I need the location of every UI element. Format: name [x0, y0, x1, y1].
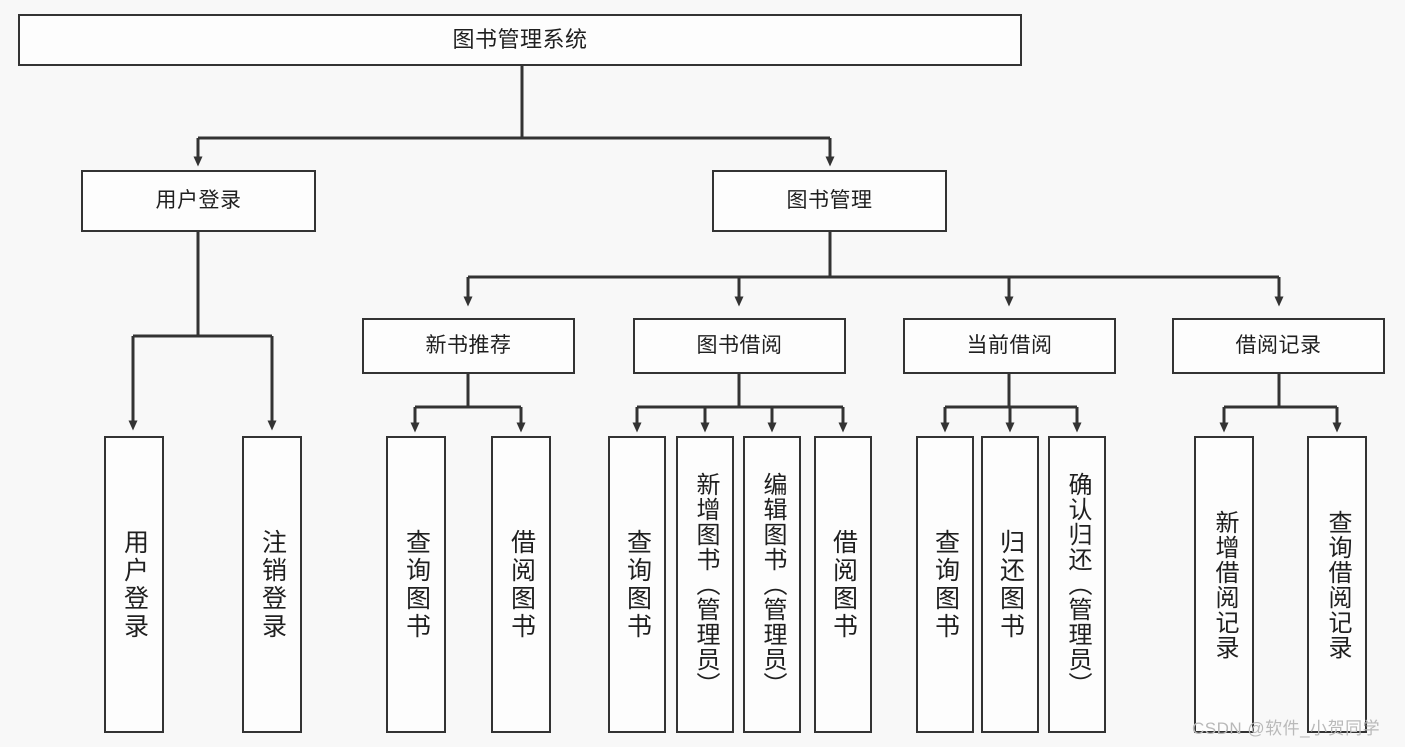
- leaf-new-book-borrow-book[interactable]: 借阅图书: [491, 436, 551, 733]
- node-label: 查询图书: [931, 528, 960, 641]
- node-book-management[interactable]: 图书管理: [712, 170, 947, 232]
- node-label: 新书推荐: [425, 333, 512, 357]
- node-label: 确认归还（管理员）: [1064, 472, 1091, 697]
- node-label: 图书借阅: [696, 333, 783, 357]
- leaf-record-query-borrow-record[interactable]: 查询借阅记录: [1307, 436, 1367, 733]
- node-current-borrowing[interactable]: 当前借阅: [903, 318, 1116, 374]
- leaf-book-borrow-add-book-admin[interactable]: 新增图书（管理员）: [676, 436, 734, 733]
- leaf-new-book-query-book[interactable]: 查询图书: [386, 436, 446, 733]
- node-label: 用户登录: [120, 528, 149, 641]
- leaf-current-borrow-return-book[interactable]: 归还图书: [981, 436, 1039, 733]
- node-book-borrowing[interactable]: 图书借阅: [633, 318, 846, 374]
- node-label: 注销登录: [258, 528, 287, 641]
- node-label: 借阅图书: [829, 528, 858, 641]
- leaf-user-login-logout[interactable]: 注销登录: [242, 436, 302, 733]
- node-label: 图书管理: [786, 188, 873, 212]
- node-label: 编辑图书（管理员）: [759, 472, 786, 697]
- leaf-book-borrow-query-book[interactable]: 查询图书: [608, 436, 666, 733]
- node-label: 查询借阅记录: [1324, 509, 1351, 660]
- leaf-book-borrow-borrow-book[interactable]: 借阅图书: [814, 436, 872, 733]
- node-label: 借阅记录: [1235, 333, 1322, 357]
- leaf-current-borrow-confirm-return-admin[interactable]: 确认归还（管理员）: [1048, 436, 1106, 733]
- node-borrowing-record[interactable]: 借阅记录: [1172, 318, 1385, 374]
- csdn-watermark: CSDN @软件_小贺同学: [1192, 719, 1381, 738]
- node-label: 当前借阅: [966, 333, 1053, 357]
- node-user-login[interactable]: 用户登录: [81, 170, 316, 232]
- leaf-current-borrow-query-book[interactable]: 查询图书: [916, 436, 974, 733]
- node-label: 查询图书: [402, 528, 431, 641]
- leaf-record-add-borrow-record[interactable]: 新增借阅记录: [1194, 436, 1254, 733]
- node-label: 新增图书（管理员）: [692, 472, 719, 697]
- node-label: 新增借阅记录: [1211, 509, 1238, 660]
- node-label: 借阅图书: [507, 528, 536, 641]
- leaf-book-borrow-edit-book-admin[interactable]: 编辑图书（管理员）: [743, 436, 801, 733]
- node-new-book-recommendation[interactable]: 新书推荐: [362, 318, 575, 374]
- node-label: 查询图书: [623, 528, 652, 641]
- leaf-user-login-login[interactable]: 用户登录: [104, 436, 164, 733]
- node-root-book-management-system[interactable]: 图书管理系统: [18, 14, 1022, 66]
- node-label: 用户登录: [155, 188, 242, 212]
- node-label: 归还图书: [996, 528, 1025, 641]
- node-label: 图书管理系统: [452, 27, 588, 53]
